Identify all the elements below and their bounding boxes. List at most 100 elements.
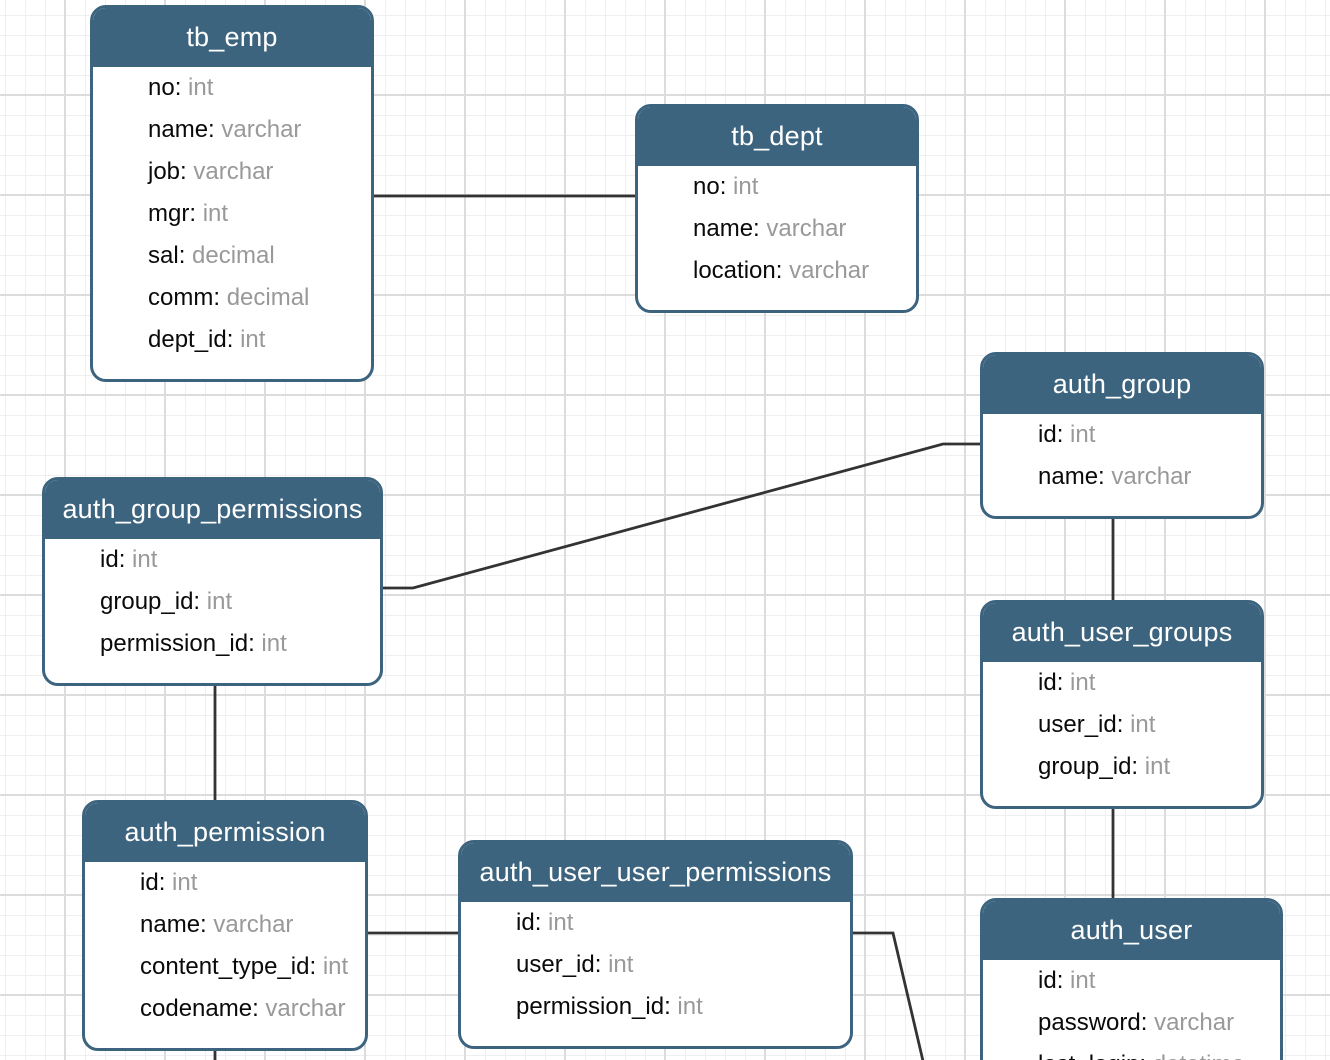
field-separator: : [226, 326, 241, 353]
field-name: id [1038, 967, 1057, 994]
field-type: int [548, 909, 574, 936]
table-title[interactable]: auth_group [983, 355, 1261, 414]
field-name: name [693, 215, 754, 242]
field-tb_emp-job: job: varchar [93, 151, 371, 193]
table-auth_user_user_permissions[interactable]: auth_user_user_permissions id: int user_… [458, 840, 853, 1049]
field-auth_group_permissions-id: id: int [45, 539, 380, 581]
table-title[interactable]: auth_user [983, 901, 1280, 960]
field-auth_permission-codename: codename: varchar [85, 988, 365, 1030]
table-field-list: id: int name: varchar [983, 414, 1261, 516]
field-separator: : [775, 257, 790, 284]
field-type: int [322, 953, 349, 980]
field-type: int [240, 326, 266, 353]
field-tb_emp-comm: comm: decimal [93, 277, 371, 319]
table-auth_user[interactable]: auth_user id: int password: varchar last… [980, 898, 1283, 1060]
field-type: int [1130, 711, 1156, 738]
table-field-list: id: int user_id: int group_id: int [983, 662, 1261, 806]
table-field-list: id: int password: varchar last_login: da… [983, 960, 1280, 1060]
field-type: varchar [1154, 1009, 1235, 1036]
field-auth_group-id: id: int [983, 414, 1261, 456]
field-separator: : [753, 215, 767, 242]
field-separator: : [1139, 1051, 1152, 1060]
field-auth_user-id: id: int [983, 960, 1280, 1002]
field-separator: : [174, 74, 189, 101]
field-auth_user_user_permissions-user_id: user_id: int [461, 944, 850, 986]
field-type: int [1144, 753, 1171, 780]
field-auth_user_groups-user_id: user_id: int [983, 704, 1261, 746]
field-tb_dept-name: name: varchar [638, 208, 916, 250]
field-separator: : [664, 993, 678, 1020]
field-name: id [1038, 421, 1057, 448]
field-name: last_login [1038, 1051, 1139, 1060]
field-type: int [733, 173, 759, 200]
field-separator: : [309, 953, 323, 980]
table-title[interactable]: auth_group_permissions [45, 480, 380, 539]
field-name: name [148, 116, 209, 143]
field-name: permission_id [516, 993, 665, 1020]
field-name: group_id [1038, 753, 1132, 780]
table-title[interactable]: tb_emp [93, 8, 371, 67]
table-field-list: id: int group_id: int permission_id: int [45, 539, 380, 683]
field-separator: : [1098, 463, 1112, 490]
field-type: varchar [766, 215, 847, 242]
table-auth_group_permissions[interactable]: auth_group_permissions id: int group_id:… [42, 477, 383, 686]
field-name: user_id [1038, 711, 1117, 738]
field-type: int [677, 993, 703, 1020]
field-tb_emp-dept_id: dept_id: int [93, 319, 371, 361]
table-title[interactable]: auth_user_user_permissions [461, 843, 850, 902]
field-auth_user_groups-id: id: int [983, 662, 1261, 704]
field-auth_user_groups-group_id: group_id: int [983, 746, 1261, 788]
field-type: varchar [193, 158, 274, 185]
field-separator: : [1056, 669, 1071, 696]
table-auth_permission[interactable]: auth_permission id: int name: varchar co… [82, 800, 368, 1051]
field-separator: : [189, 200, 203, 227]
field-type: int [206, 588, 233, 615]
field-type: int [1070, 967, 1096, 994]
field-type: varchar [789, 257, 870, 284]
field-tb_dept-location: location: varchar [638, 250, 916, 292]
field-auth_permission-name: name: varchar [85, 904, 365, 946]
field-type: varchar [221, 116, 302, 143]
field-name: id [1038, 669, 1057, 696]
table-field-list: no: int name: varchar location: varchar [638, 166, 916, 310]
field-name: location [693, 257, 776, 284]
field-name: id [140, 869, 159, 896]
table-auth_user_groups[interactable]: auth_user_groups id: int user_id: int gr… [980, 600, 1264, 809]
field-separator: : [594, 951, 609, 978]
field-separator: : [118, 546, 133, 573]
table-title[interactable]: tb_dept [638, 107, 916, 166]
field-auth_user_user_permissions-id: id: int [461, 902, 850, 944]
field-separator: : [178, 242, 193, 269]
table-tb_dept[interactable]: tb_dept no: int name: varchar location: … [635, 104, 919, 313]
relationship-line-auth_user_user_permissions--auth_user [848, 931, 925, 1060]
field-separator: : [180, 158, 194, 185]
table-title[interactable]: auth_user_groups [983, 603, 1261, 662]
field-name: mgr [148, 200, 190, 227]
table-auth_group[interactable]: auth_group id: int name: varchar [980, 352, 1264, 519]
field-type: int [608, 951, 634, 978]
table-field-list: id: int user_id: int permission_id: int [461, 902, 850, 1046]
field-type: int [132, 546, 158, 573]
table-title[interactable]: auth_permission [85, 803, 365, 862]
field-auth_group-name: name: varchar [983, 456, 1261, 498]
field-separator: : [534, 909, 549, 936]
field-type: int [261, 630, 287, 657]
field-tb_emp-no: no: int [93, 67, 371, 109]
field-type: datetime [1153, 1051, 1245, 1060]
field-separator: : [213, 284, 227, 311]
field-type: decimal [192, 242, 275, 269]
field-separator: : [1056, 421, 1071, 448]
field-type: varchar [265, 995, 346, 1022]
field-name: content_type_id [140, 953, 310, 980]
field-type: int [1070, 421, 1096, 448]
field-type: int [1070, 669, 1096, 696]
field-name: sal [148, 242, 179, 269]
field-separator: : [719, 173, 734, 200]
field-separator: : [1140, 1009, 1155, 1036]
field-type: varchar [1111, 463, 1192, 490]
field-name: job [148, 158, 181, 185]
table-tb_emp[interactable]: tb_emp no: int name: varchar job: varcha… [90, 5, 374, 382]
field-auth_user-last_login: last_login: datetime [983, 1044, 1280, 1060]
